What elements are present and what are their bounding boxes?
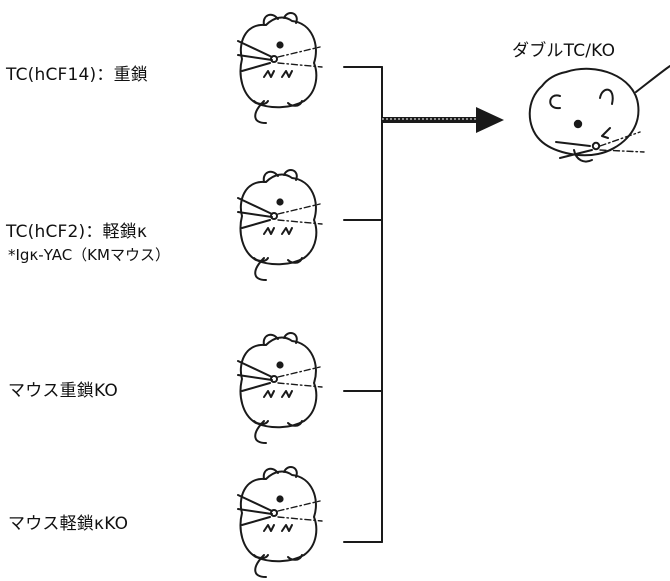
- label-mouse-light-ko: マウス軽鎖κKO: [8, 514, 129, 534]
- label-igk-yac: *Igκ-YAC（KMマウス）: [8, 246, 170, 264]
- label-result: ダブルTC/KO: [512, 41, 616, 61]
- mouse-tc-hcf2-icon: [237, 168, 323, 281]
- mouse-heavy-ko-icon: [237, 331, 323, 444]
- arrow-right-icon: [382, 107, 504, 133]
- label-mouse-heavy-ko: マウス重鎖KO: [8, 381, 118, 401]
- mouse-tc-hcf14-icon: [237, 11, 323, 125]
- label-tc-hcf2: TC(hCF2)：軽鎖κ: [6, 222, 148, 242]
- result-mouse-icon: [528, 65, 670, 163]
- mouse-light-ko-icon: [237, 465, 323, 578]
- connector-lines: [343, 66, 383, 543]
- label-tc-hcf14: TC(hCF14)：重鎖: [6, 65, 148, 85]
